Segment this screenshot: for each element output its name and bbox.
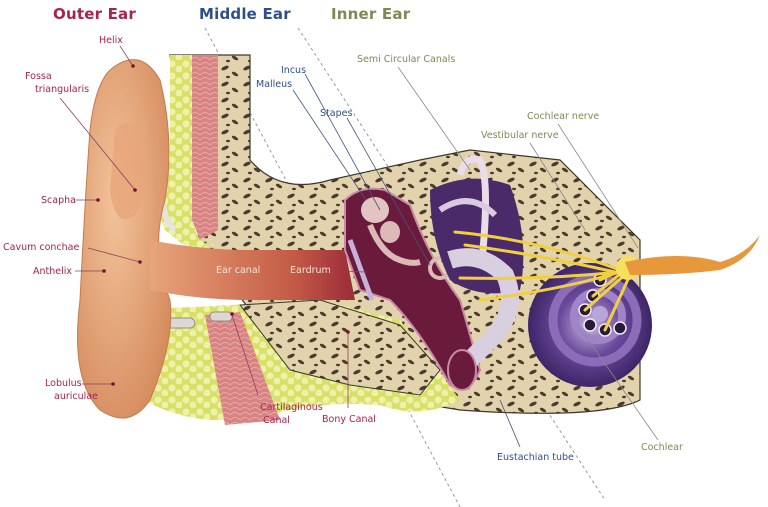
inner-ear-leader-lines (397, 66, 659, 441)
label-scapha: Scapha (41, 195, 76, 206)
label-cavum-conchae: Cavum conchae (3, 242, 80, 253)
label-incus: Incus (281, 65, 307, 76)
label-lobulus-line1: Lobulus (45, 378, 82, 389)
middle-ear-title: Middle Ear (199, 5, 291, 23)
inner-ear-title: Inner Ear (331, 5, 411, 23)
label-eardrum: Eardrum (290, 265, 331, 276)
outer-ear-title: Outer Ear (53, 5, 136, 23)
label-malleus: Malleus (256, 79, 293, 90)
label-vestibular-nerve: Vestibular nerve (481, 130, 559, 141)
label-lobulus-line2: auriculae (54, 391, 98, 402)
label-fossa-line2: triangularis (35, 84, 90, 95)
label-anthelix: Anthelix (33, 266, 73, 277)
label-semi-circular-canals: Semi Circular Canals (357, 54, 456, 65)
label-cartilaginous-line2: Canal (263, 415, 290, 426)
label-cartilaginous-line1: Cartilaginous (260, 402, 323, 413)
label-eustachian-tube: Eustachian tube (497, 452, 574, 463)
label-helix: Helix (99, 35, 123, 46)
label-cochlear-nerve: Cochlear nerve (527, 111, 600, 122)
label-fossa-line1: Fossa (25, 71, 52, 82)
label-bony-canal: Bony Canal (322, 414, 376, 425)
middle-ear-leader-lines (292, 73, 521, 448)
label-stapes: Stapes (320, 108, 353, 119)
nerve-fibers (453, 230, 632, 332)
label-ear-canal: Ear canal (216, 265, 261, 276)
outer-ear-leader-lines (59, 45, 368, 408)
label-cochlear: Cochlear (641, 442, 683, 453)
